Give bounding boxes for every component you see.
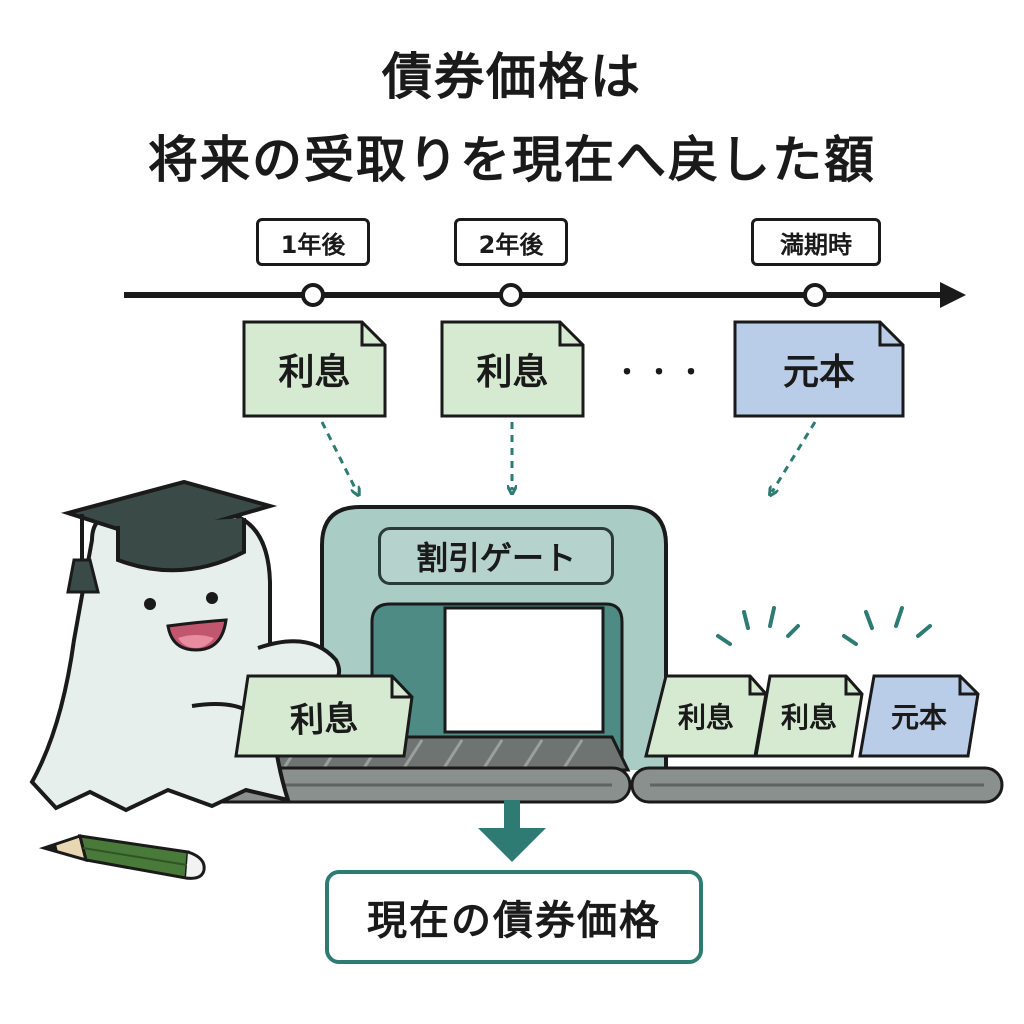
flow-arrow-1 bbox=[320, 421, 357, 492]
timeline-node-1 bbox=[301, 283, 325, 307]
cashflow-doc-1: 利息 bbox=[244, 322, 385, 416]
timeline-axis bbox=[124, 282, 966, 308]
result-arrow bbox=[478, 800, 546, 862]
cashflow-doc-2-label: 利息 bbox=[476, 352, 549, 393]
queued-doc-3-label: 元本 bbox=[890, 701, 947, 734]
held-doc-shape bbox=[234, 674, 414, 758]
queued-doc-shape-3 bbox=[858, 674, 980, 758]
timeline-node-3 bbox=[803, 283, 827, 307]
title-line-1: 債券価格は bbox=[382, 48, 642, 106]
cashflow-doc-3-label: 元本 bbox=[782, 352, 855, 393]
cashflow-doc-2: 利息 bbox=[442, 322, 583, 416]
cashflow-doc-3: 元本 bbox=[735, 322, 903, 416]
timeline-label-1: 1年後 bbox=[256, 218, 370, 266]
queued-doc-3: 元本 bbox=[860, 676, 978, 756]
held-doc-label: 利息 bbox=[289, 698, 359, 741]
held-doc: 利息 bbox=[235, 673, 414, 759]
ellipsis-mark: ・・・ bbox=[612, 340, 712, 400]
result-box: 現在の債券価格 bbox=[325, 870, 703, 964]
cashflow-doc-shape-1 bbox=[242, 320, 387, 418]
cashflow-doc-shape-2 bbox=[440, 320, 585, 418]
pencil-icon bbox=[38, 834, 206, 880]
cashflow-doc-shape-3 bbox=[733, 320, 905, 418]
flow-arrow-3 bbox=[772, 421, 817, 492]
ellipsis-text: ・・・ bbox=[613, 357, 710, 388]
gate-label: 割引ゲート bbox=[378, 527, 614, 585]
queued-doc-2: 利息 bbox=[756, 676, 862, 756]
queued-doc-1-label: 利息 bbox=[677, 701, 734, 734]
timeline-label-2: 2年後 bbox=[454, 218, 568, 266]
timeline-label-3: 満期時 bbox=[751, 218, 881, 266]
cashflow-doc-1-label: 利息 bbox=[278, 352, 351, 393]
queued-doc-1: 利息 bbox=[646, 676, 766, 756]
queued-doc-shape-2 bbox=[754, 674, 864, 758]
conveyor-right bbox=[630, 766, 1004, 804]
sparkle-marks bbox=[716, 606, 932, 646]
timeline-node-2 bbox=[499, 283, 523, 307]
title-line-2: 将来の受取りを現在へ戻した額 bbox=[148, 131, 876, 189]
ghost-mascot bbox=[29, 479, 341, 813]
queued-doc-2-label: 利息 bbox=[780, 701, 837, 734]
